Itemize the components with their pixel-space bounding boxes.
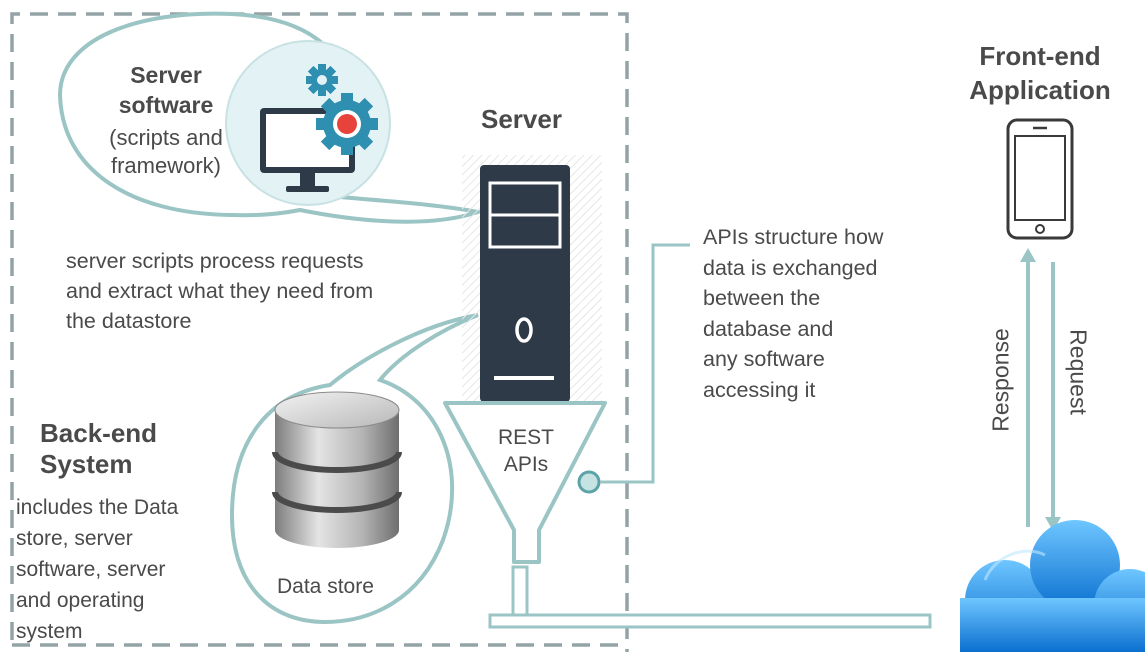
monitor-gears-icon bbox=[225, 40, 391, 206]
apis-note-line: between the bbox=[703, 286, 821, 310]
funnel-pipe bbox=[511, 565, 529, 619]
rest-apis-line2: APIs bbox=[503, 453, 549, 476]
data-store-label: Data store bbox=[277, 575, 374, 598]
backend-desc-line: includes the Data bbox=[16, 496, 179, 519]
smartphone-icon bbox=[1006, 118, 1074, 240]
server-scripts-note: server scripts process requests and extr… bbox=[66, 246, 373, 336]
api-connector-line bbox=[600, 243, 690, 484]
frontend-title-line2: Application bbox=[969, 75, 1111, 105]
apis-note-line: any software bbox=[703, 347, 825, 371]
response-label: Response bbox=[987, 328, 1014, 432]
backend-description: includes the Data store, server software… bbox=[16, 492, 178, 647]
network-pipe bbox=[488, 613, 932, 629]
server-software-subtitle: (scripts and framework) bbox=[95, 124, 237, 180]
apis-note-line: database and bbox=[703, 316, 834, 341]
backend-title-line2: System bbox=[40, 449, 133, 479]
backend-desc-line: system bbox=[16, 620, 83, 643]
server-software-title: Server software bbox=[95, 60, 237, 120]
server-software-subtitle-line1: (scripts and bbox=[109, 125, 223, 150]
server-software-title-line1: Server bbox=[130, 62, 202, 88]
database-icon bbox=[272, 391, 402, 548]
server-title: Server bbox=[481, 104, 562, 134]
rest-apis-label: REST APIs bbox=[478, 424, 574, 478]
server-scripts-note-line2: and extract what they need from bbox=[66, 279, 374, 303]
apis-note-line: data is exchanged bbox=[703, 255, 878, 280]
backend-desc-line: store, server bbox=[16, 527, 133, 550]
cloud-icon bbox=[960, 520, 1145, 652]
frontend-title: Front-end Application bbox=[948, 39, 1132, 107]
server-software-subtitle-line2: framework) bbox=[110, 153, 221, 178]
backend-boundary bbox=[10, 12, 629, 652]
apis-note-line: APIs structure how bbox=[703, 225, 884, 249]
rest-apis-line1: REST bbox=[497, 426, 554, 449]
rest-api-funnel bbox=[443, 401, 607, 564]
backend-desc-line: and operating bbox=[16, 589, 145, 612]
server-software-title-line2: software bbox=[118, 92, 214, 118]
backend-desc-line: software, server bbox=[16, 558, 166, 581]
apis-note: APIs structure how data is exchanged bet… bbox=[703, 222, 883, 405]
request-arrow bbox=[1045, 262, 1061, 531]
server-tower-icon bbox=[480, 165, 570, 402]
cloud-highlight bbox=[983, 549, 1046, 581]
server-scripts-note-line1: server scripts process requests bbox=[66, 249, 364, 273]
apis-note-line: accessing it bbox=[703, 377, 816, 402]
request-label: Request bbox=[1065, 329, 1092, 415]
backend-title-line1: Back-end bbox=[40, 418, 158, 448]
server-scripts-note-line3: the datastore bbox=[66, 309, 192, 333]
backend-title: Back-end System bbox=[40, 418, 157, 480]
api-connector-dot bbox=[577, 470, 601, 494]
frontend-title-line1: Front-end bbox=[979, 41, 1101, 71]
response-arrow bbox=[1020, 248, 1036, 527]
